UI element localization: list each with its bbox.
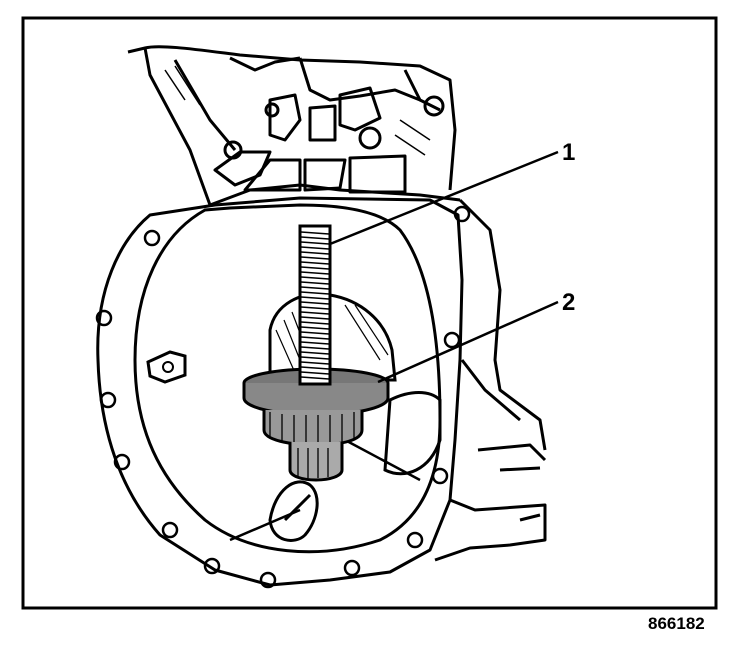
rod-thread [300,271,330,275]
rod-thread [300,231,330,235]
rod-thread [300,371,330,375]
oil-passage [383,391,442,476]
rod-thread [300,236,330,240]
rod-thread [300,346,330,350]
rod-thread [300,301,330,305]
rod-thread [300,311,330,315]
dowel-bracket [146,350,187,384]
rod-thread [300,336,330,340]
seal-installer [242,367,390,482]
figure-border [21,16,718,610]
dowel-hole [162,361,174,373]
rod-thread [300,291,330,295]
slot-line [283,493,312,522]
figure-id: 866182 [648,614,705,633]
crankshaft-hub [268,292,397,382]
rod-thread [300,251,330,255]
rod-thread [300,246,330,250]
leader-line-1 [329,150,559,246]
callout-1-label: 1 [562,139,575,166]
rod-thread [300,341,330,345]
rod-thread [300,331,330,335]
rod-thread [300,316,330,320]
rod-thread [300,321,330,325]
housing-bore [133,203,442,554]
rod-thread [300,256,330,260]
rod-thread [300,351,330,355]
rod-thread [300,261,330,265]
leader-line-2 [377,300,559,384]
rod-thread [300,361,330,365]
casting-hatching [164,65,431,156]
callout-2-label: 2 [562,289,575,316]
rod-thread [300,281,330,285]
flange-bolt-holes [95,205,471,589]
threaded-rod [298,224,332,386]
rod-thread [300,286,330,290]
rod-thread [300,366,330,370]
lower-casting [434,198,547,562]
rod-thread [300,276,330,280]
rod-thread [300,306,330,310]
rod-thread [300,296,330,300]
slotted-hole [268,480,319,542]
housing-contour-lines [229,438,421,542]
rod-thread [300,376,330,380]
housing-flange [96,196,464,587]
rod-thread [300,241,330,245]
rod-thread [300,266,330,270]
rod-thread [300,356,330,360]
rod-thread [300,326,330,330]
engine-block-casting [127,45,461,207]
